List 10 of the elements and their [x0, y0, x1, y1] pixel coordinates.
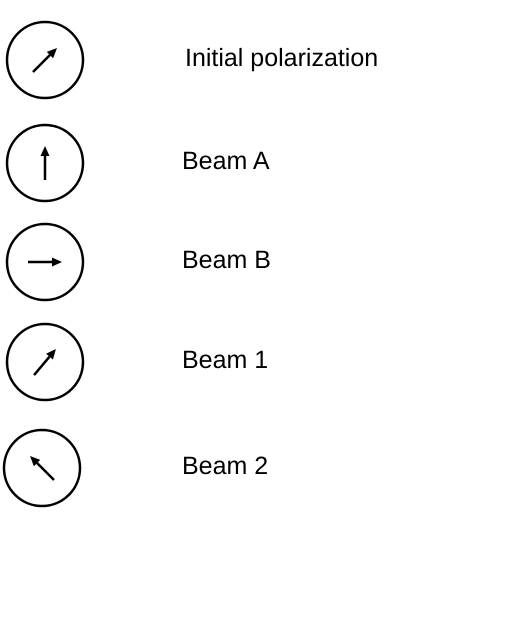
beam-label: Initial polarization	[185, 46, 378, 71]
polarization-circle	[2, 428, 82, 508]
beam-label: Beam 1	[182, 348, 268, 373]
polarization-circle	[5, 123, 85, 203]
polarization-circle	[5, 322, 85, 402]
beam-label: Beam A	[182, 149, 270, 174]
beam-label: Beam 2	[182, 454, 268, 479]
polarization-circle	[5, 20, 85, 100]
beam-label: Beam B	[182, 248, 271, 273]
polarization-circle	[5, 222, 85, 302]
